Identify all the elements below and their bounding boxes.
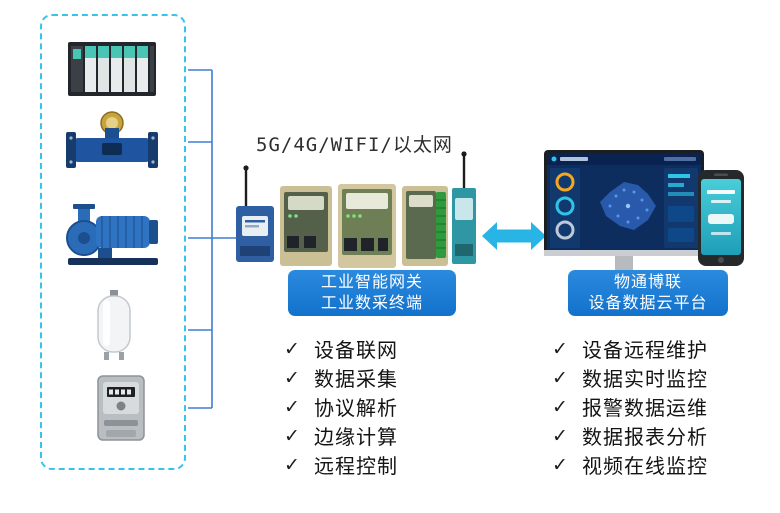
check-icon: ✓ [552, 337, 568, 360]
check-icon: ✓ [552, 453, 568, 476]
feature-label: 报警数据运维 [582, 398, 708, 420]
water-pump-image [66, 204, 158, 265]
check-icon: ✓ [552, 366, 568, 389]
pressure-tank-image [97, 290, 131, 360]
feature-item: ✓ 数据报表分析 [552, 424, 708, 450]
gateway-devices-image [236, 151, 476, 268]
check-icon: ✓ [552, 424, 568, 447]
check-icon: ✓ [284, 424, 300, 447]
feature-label: 协议解析 [314, 398, 398, 420]
check-icon: ✓ [284, 453, 300, 476]
flow-meter-image [66, 111, 158, 168]
feature-item: ✓ 协议解析 [284, 395, 398, 421]
cloud-dashboard-monitor-image [544, 150, 704, 281]
gateway-feature-list: ✓ 设备联网 ✓ 数据采集 ✓ 协议解析 ✓ 边缘计算 ✓ 远程控制 [284, 338, 398, 483]
feature-label: 数据实时监控 [582, 369, 708, 391]
gateway-label-box: 工业智能网关 工业数采终端 [288, 270, 456, 316]
feature-item: ✓ 设备远程维护 [552, 337, 708, 363]
feature-label: 视频在线监控 [582, 456, 708, 478]
antenna-icon [461, 151, 467, 188]
check-icon: ✓ [284, 337, 300, 360]
cloud-label-box: 物通博联 设备数据云平台 [568, 270, 728, 316]
antenna-icon [243, 165, 249, 206]
energy-meter-image [97, 375, 145, 441]
check-icon: ✓ [284, 366, 300, 389]
mobile-app-phone-image [698, 170, 744, 266]
feature-label: 设备远程维护 [582, 340, 708, 362]
feature-label: 数据采集 [314, 369, 398, 391]
feature-item: ✓ 数据采集 [284, 366, 398, 392]
check-icon: ✓ [284, 395, 300, 418]
plc-image [68, 42, 156, 96]
feature-item: ✓ 边缘计算 [284, 424, 398, 450]
cloud-feature-list: ✓ 设备远程维护 ✓ 数据实时监控 ✓ 报警数据运维 ✓ 数据报表分析 ✓ 视频… [552, 338, 708, 483]
feature-item: ✓ 远程控制 [284, 453, 398, 479]
feature-item: ✓ 设备联网 [284, 337, 398, 363]
feature-label: 设备联网 [314, 340, 398, 362]
check-icon: ✓ [552, 395, 568, 418]
cloud-label-line2: 设备数据云平台 [588, 295, 708, 312]
equipment-group-box [40, 14, 186, 470]
feature-item: ✓ 视频在线监控 [552, 453, 708, 479]
network-label: 5G/4G/WIFI/以太网 [256, 134, 453, 156]
gateway-label-line1: 工业智能网关 [320, 274, 423, 291]
feature-label: 数据报表分析 [582, 427, 708, 449]
cloud-label-line1: 物通博联 [613, 274, 682, 291]
feature-label: 远程控制 [314, 456, 398, 478]
feature-item: ✓ 数据实时监控 [552, 366, 708, 392]
feature-item: ✓ 报警数据运维 [552, 395, 708, 421]
gateway-label-line2: 工业数采终端 [320, 295, 423, 312]
feature-label: 边缘计算 [314, 427, 398, 449]
double-arrow-icon [482, 222, 546, 250]
